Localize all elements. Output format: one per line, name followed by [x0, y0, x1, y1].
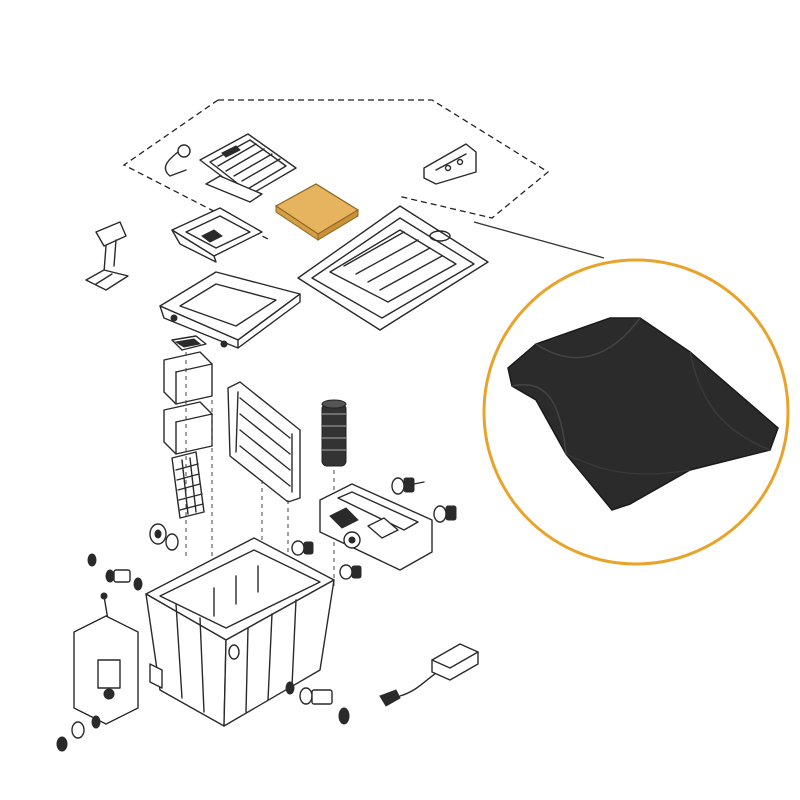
sponge-stack-part [163, 335, 213, 455]
filter-box-body [145, 537, 335, 727]
sensor-probe-part [164, 144, 191, 177]
connector-fittings-part [291, 477, 457, 580]
callout-leader-line [473, 221, 605, 259]
valve-cluster-part [319, 483, 433, 571]
brush-rack-part [171, 451, 205, 519]
basket-tray-part [171, 207, 263, 263]
grid-panel-part [227, 381, 301, 503]
filter-mat-highlighted [274, 183, 360, 241]
basket-frame-part [159, 271, 301, 349]
stand-bracket-part [85, 221, 129, 291]
filter-lid-part [297, 205, 489, 331]
power-cable-part [285, 643, 479, 725]
uvc-grille-part [199, 133, 297, 203]
left-hardware-part [56, 553, 143, 752]
filter-mesh-sheet [507, 317, 779, 511]
callout-filter-mesh [482, 258, 790, 566]
outlet-fitting-part [149, 523, 179, 551]
filter-cartridge-part [321, 399, 347, 467]
hinge-clip-part [423, 143, 477, 185]
